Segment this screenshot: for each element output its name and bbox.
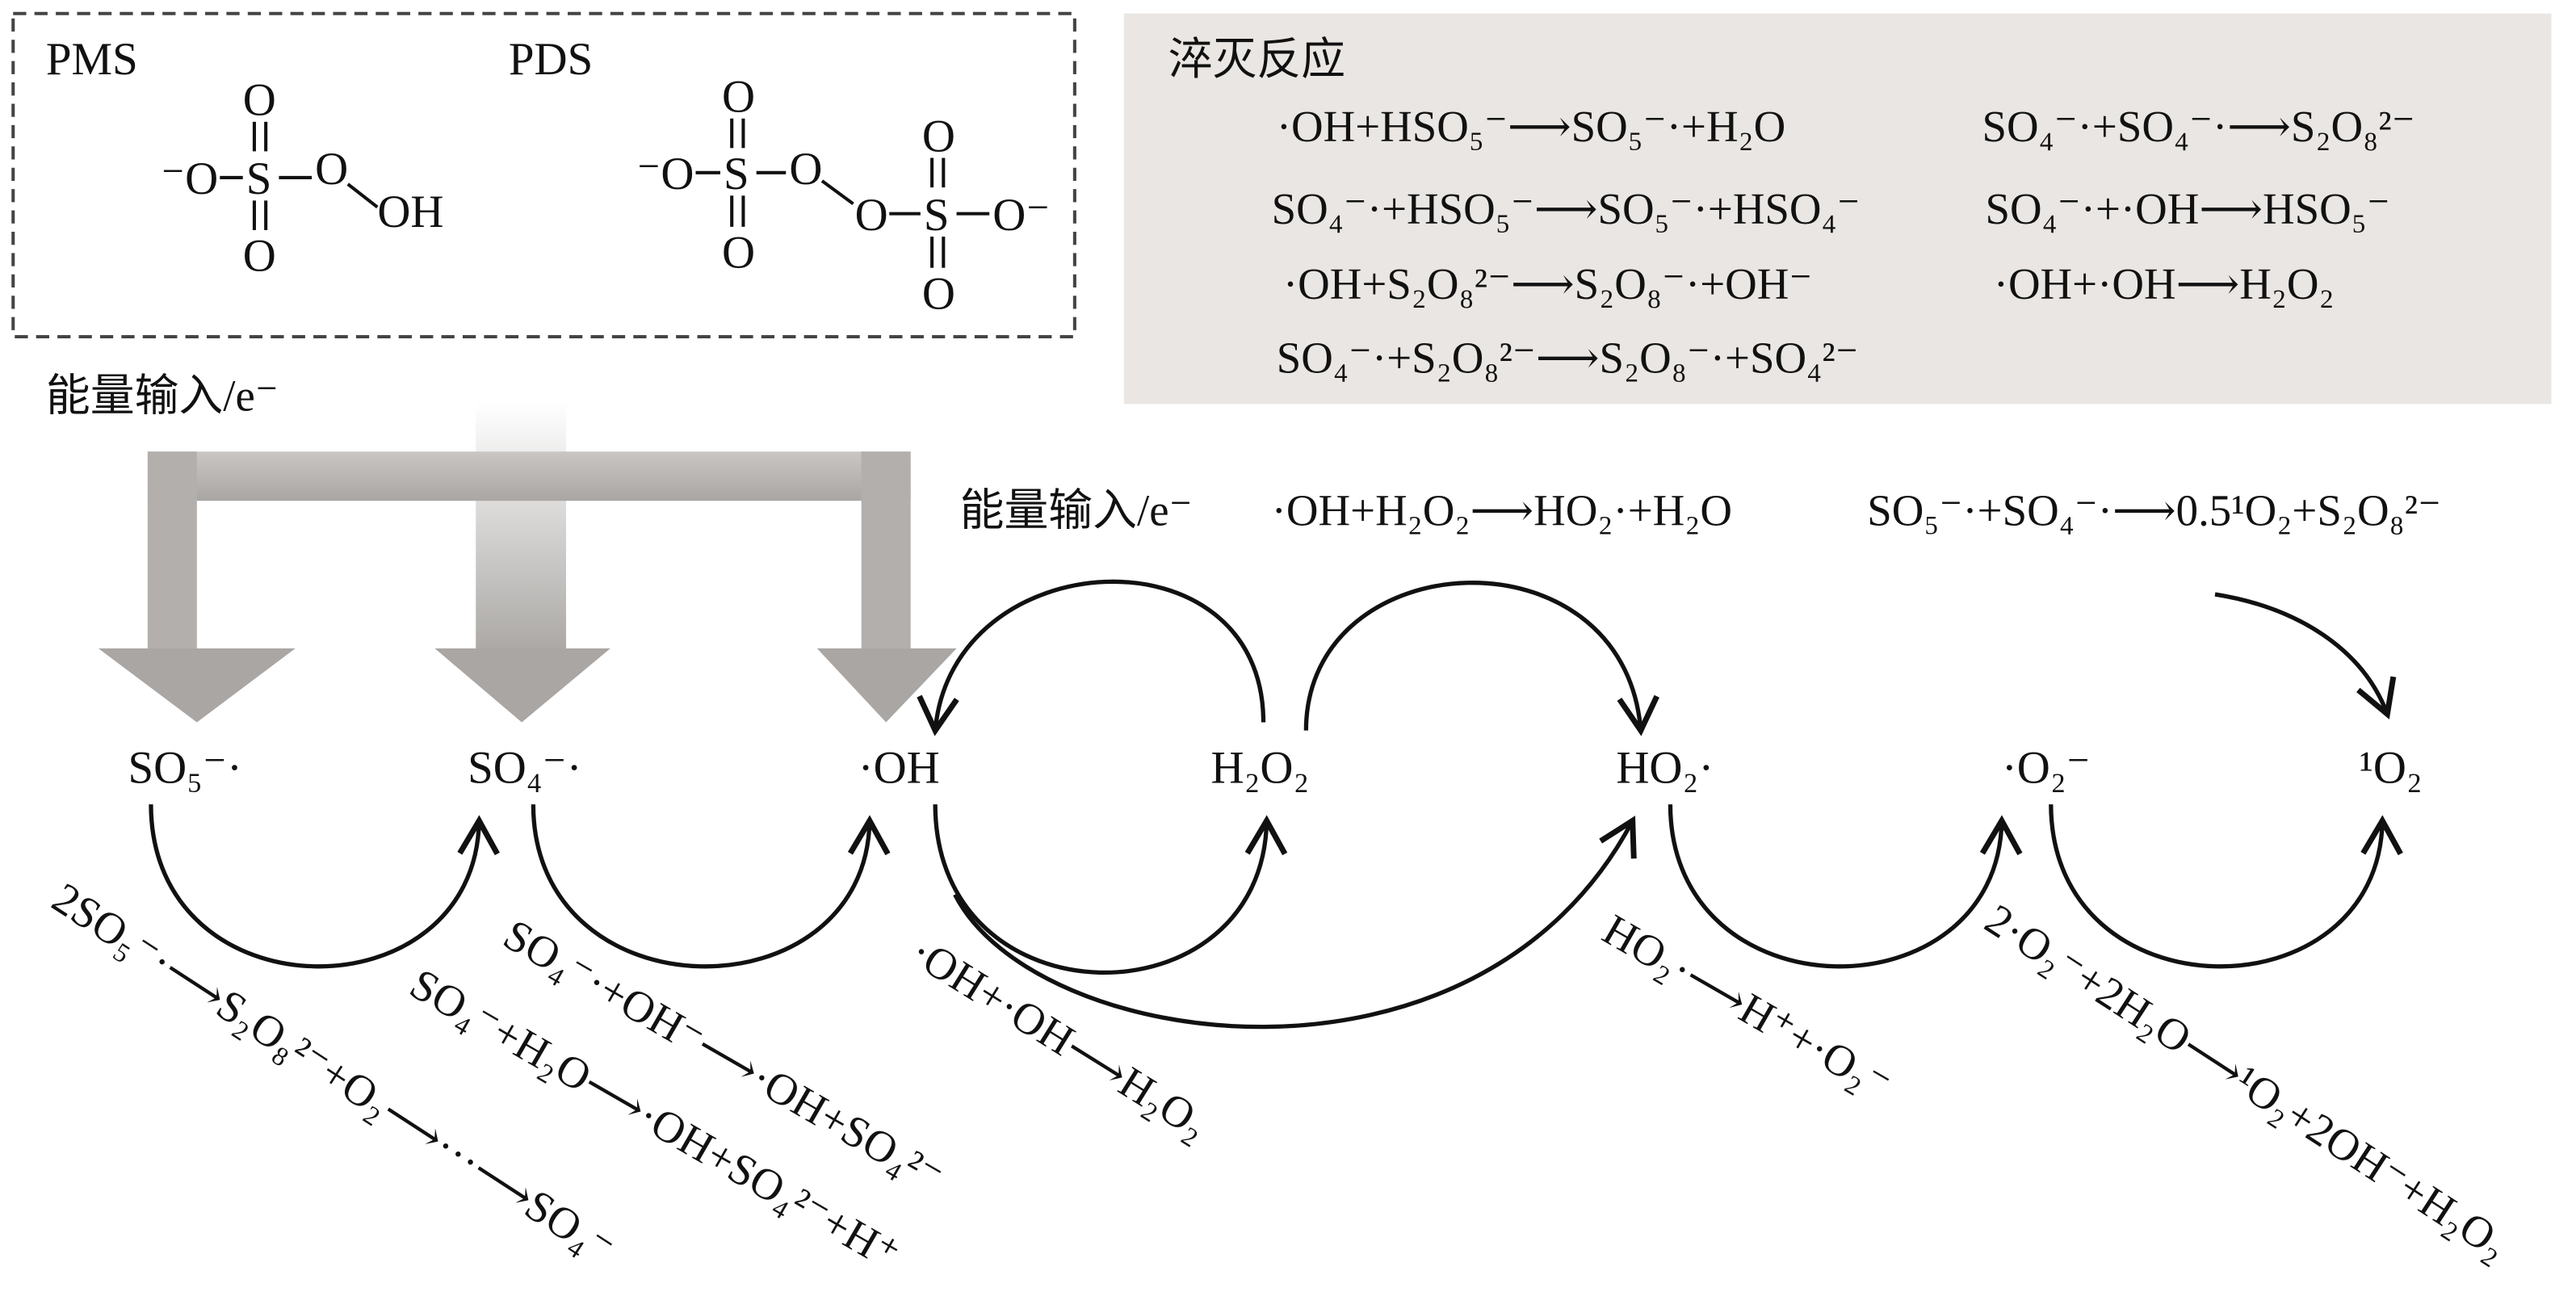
atom: O <box>722 228 755 279</box>
quench-eq: SO₄⁻·+S₂O₈²⁻⟶S₂O₈⁻·+SO₄²⁻ <box>1277 333 1859 383</box>
atom: O <box>315 144 348 195</box>
activation-arrows <box>98 402 957 723</box>
atom: O <box>243 231 276 282</box>
quench-eq: SO₄⁻·+HSO₅⁻⟶SO₅⁻·+HSO₄⁻ <box>1272 184 1861 233</box>
atom: O <box>722 72 755 123</box>
quench-eq: SO₄⁻·+·OH⟶HSO₅⁻ <box>1986 184 2390 233</box>
atom: OH <box>377 187 443 237</box>
species-hydroxyl-radical: ·OH <box>858 743 940 794</box>
top-reaction: SO₅⁻·+SO₄⁻·⟶0.5¹O₂+S₂O₈²⁻ <box>1867 486 2441 535</box>
energy-input-label: 能量输入/e⁻ <box>46 371 279 420</box>
diagonal-reaction: 2·O₂⁻+2H₂O⟶¹O₂+2OH⁻+H₂O₂ <box>1977 894 2518 1269</box>
pds-label: PDS <box>509 34 593 85</box>
species-ho2-radical: HO₂· <box>1616 743 1714 794</box>
pds-structure: ⁻O S O O O O S O O O⁻ <box>636 72 1050 320</box>
quench-eq: ·OH+S₂O₈²⁻⟶S₂O₈⁻·+OH⁻ <box>1283 259 1812 308</box>
quench-eq: ·OH+HSO₅⁻⟶SO₅⁻·+H₂O <box>1277 102 1786 151</box>
atom: O⁻ <box>992 190 1050 241</box>
quench-title: 淬灭反应 <box>1168 35 1345 84</box>
quench-eq: ·OH+·OH⟶H₂O₂ <box>1994 259 2335 308</box>
oxidant-structures-box: PMS PDS ⁻O S O O O OH ⁻O S O O O O S O O… <box>11 11 1076 339</box>
species-singlet-oxygen: ¹O₂ <box>2360 743 2423 794</box>
diagonal-reaction: HO₂·⟶H⁺+·O₂⁻ <box>1595 904 1899 1109</box>
atom: O <box>922 111 955 162</box>
atom: ⁻O <box>161 153 218 204</box>
quench-eq: SO₄⁻·+SO₄⁻·⟶S₂O₈²⁻ <box>1982 102 2414 151</box>
species-superoxide: ·O₂⁻ <box>2002 743 2091 794</box>
energy-input-label-2: 能量输入/e⁻ <box>960 486 1193 535</box>
pms-structure: ⁻O S O O O OH <box>161 75 443 282</box>
pms-label: PMS <box>46 34 138 85</box>
atom: S <box>924 190 950 241</box>
top-reaction: ·OH+H₂O₂⟶HO₂·+H₂O <box>1272 486 1732 535</box>
species-row: SO₅⁻· SO₄⁻· ·OH H₂O₂ HO₂· ·O₂⁻ ¹O₂ <box>128 743 2422 794</box>
species-so5-radical: SO₅⁻· <box>128 743 241 794</box>
atom: O <box>243 75 276 126</box>
transformation-arrows <box>149 579 2403 1030</box>
species-so4-radical: SO₄⁻· <box>468 743 582 794</box>
atom: S <box>246 153 272 204</box>
diagonal-reactions: 2SO₅⁻·⟶S₂O₈²⁻+O₂⟶···⟶SO₄⁻ SO₄⁻·+OH⁻⟶·OH+… <box>44 873 2517 1279</box>
atom: S <box>724 149 749 199</box>
atom: O <box>922 268 955 319</box>
atom: O <box>855 190 888 241</box>
atom: O <box>789 144 822 195</box>
quench-reactions-box: 淬灭反应 ·OH+HSO₅⁻⟶SO₅⁻·+H₂O SO₄⁻·+HSO₅⁻⟶SO₅… <box>1123 13 2552 405</box>
species-h2o2: H₂O₂ <box>1211 743 1310 794</box>
atom: ⁻O <box>636 149 694 199</box>
